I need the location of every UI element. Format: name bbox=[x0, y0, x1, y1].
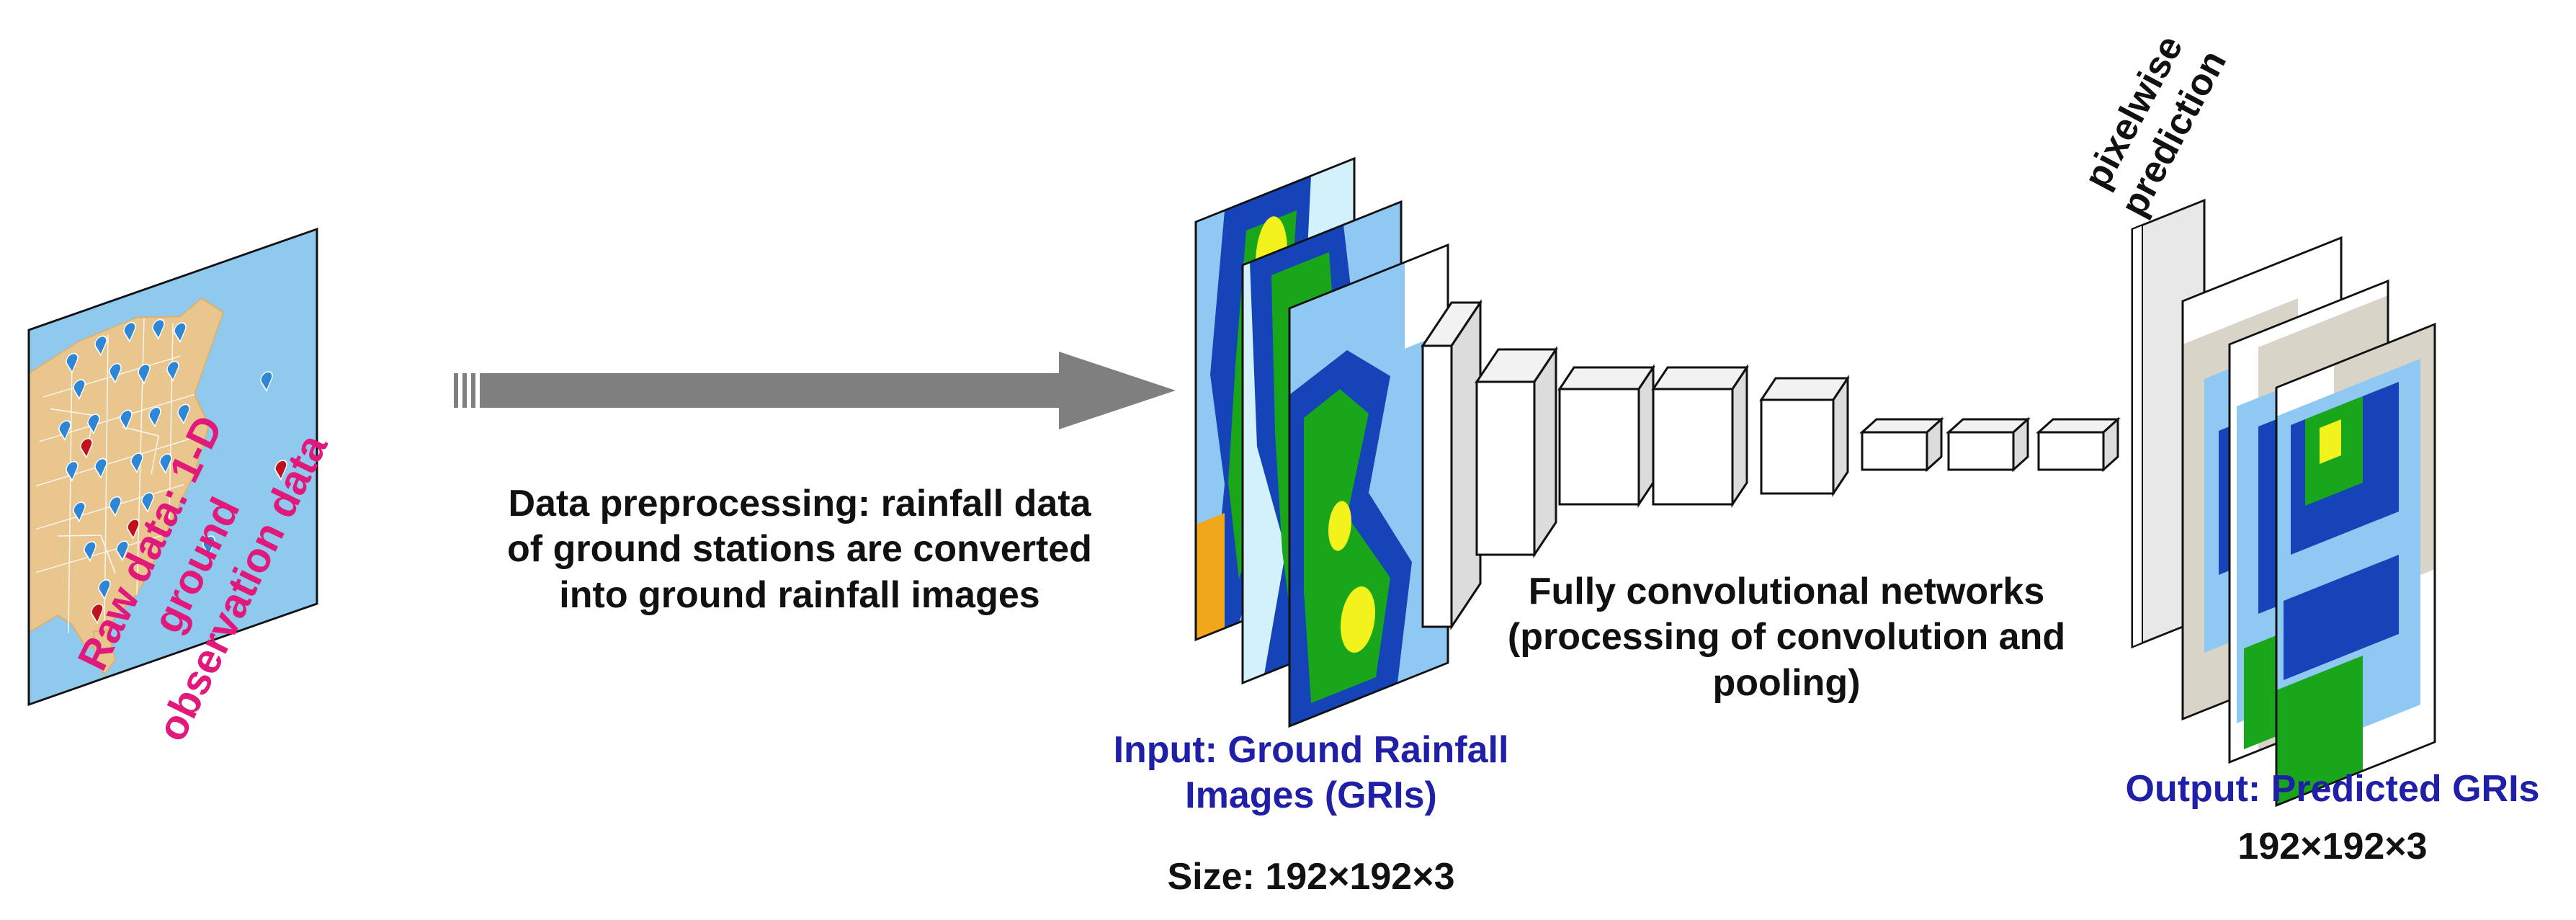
map-marker bbox=[73, 379, 86, 401]
fcn-layer-block bbox=[1651, 364, 1749, 508]
map-marker bbox=[87, 414, 100, 435]
map-marker bbox=[202, 535, 215, 557]
rainfall-field bbox=[1289, 244, 1448, 726]
fcn-layer-block bbox=[1475, 346, 1558, 558]
map-marker bbox=[80, 437, 93, 459]
rain-region bbox=[1328, 501, 1351, 551]
rain-region bbox=[2284, 554, 2399, 680]
map-markers bbox=[58, 318, 287, 625]
preprocess-arrow bbox=[454, 352, 1176, 429]
map-marker bbox=[166, 360, 179, 382]
fcn-layer-block bbox=[1421, 299, 1482, 630]
map-marker bbox=[127, 519, 140, 540]
fcn-layer-block bbox=[1759, 375, 1850, 497]
map-marker bbox=[66, 460, 79, 482]
fcn-layer-block bbox=[1557, 364, 1655, 508]
output-label: Output: Predicted GRIs bbox=[2125, 768, 2540, 810]
map-marker bbox=[66, 352, 79, 374]
map-marker bbox=[130, 452, 143, 474]
rain-region bbox=[1196, 512, 1225, 640]
map-marker bbox=[123, 321, 136, 343]
output-image-3 bbox=[2275, 322, 2436, 808]
map-marker bbox=[109, 362, 122, 384]
fcn-layer-block bbox=[2036, 416, 2121, 473]
fcn-layer-block bbox=[1859, 416, 1944, 473]
map-frame bbox=[27, 227, 318, 707]
map-marker bbox=[138, 363, 151, 385]
map-marker bbox=[109, 496, 122, 517]
map-marker bbox=[116, 540, 129, 562]
map-marker bbox=[152, 318, 165, 340]
map-marker bbox=[174, 322, 187, 344]
map-marker bbox=[260, 371, 273, 393]
fcn-layer-block bbox=[1946, 416, 2031, 473]
map-marker bbox=[58, 420, 71, 442]
map-marker bbox=[94, 457, 107, 479]
map-marker bbox=[98, 579, 111, 600]
input-size-label: Size: 192×192×3 bbox=[1167, 856, 1455, 898]
map-marker bbox=[177, 403, 190, 425]
map-marker bbox=[120, 409, 133, 431]
image-frame bbox=[2275, 322, 2436, 808]
map-florida bbox=[92, 629, 117, 676]
rain-region bbox=[2276, 655, 2363, 805]
raw-data-map bbox=[27, 227, 318, 707]
map-marker bbox=[91, 603, 104, 625]
map-marker bbox=[84, 541, 97, 562]
rain-region bbox=[2320, 419, 2341, 464]
map-marker bbox=[148, 406, 161, 428]
preprocess-label: Data preprocessing: rainfall data of gro… bbox=[507, 483, 1092, 616]
map-marker bbox=[274, 460, 287, 481]
rain-region bbox=[1341, 586, 1375, 653]
fcn-layers bbox=[1421, 299, 2121, 630]
map-marker bbox=[159, 453, 172, 475]
map-marker bbox=[141, 492, 154, 513]
map-marker bbox=[94, 335, 107, 357]
input-label: Input: Ground Rainfall Images (GRIs) bbox=[1113, 729, 1509, 817]
input-image-3 bbox=[1288, 243, 1449, 728]
map-marker bbox=[73, 501, 86, 523]
fcn-label: Fully convolutional networks (processing… bbox=[1507, 571, 2066, 704]
output-size-label: 192×192×3 bbox=[2237, 826, 2428, 867]
rainfall-field bbox=[2276, 323, 2435, 805]
